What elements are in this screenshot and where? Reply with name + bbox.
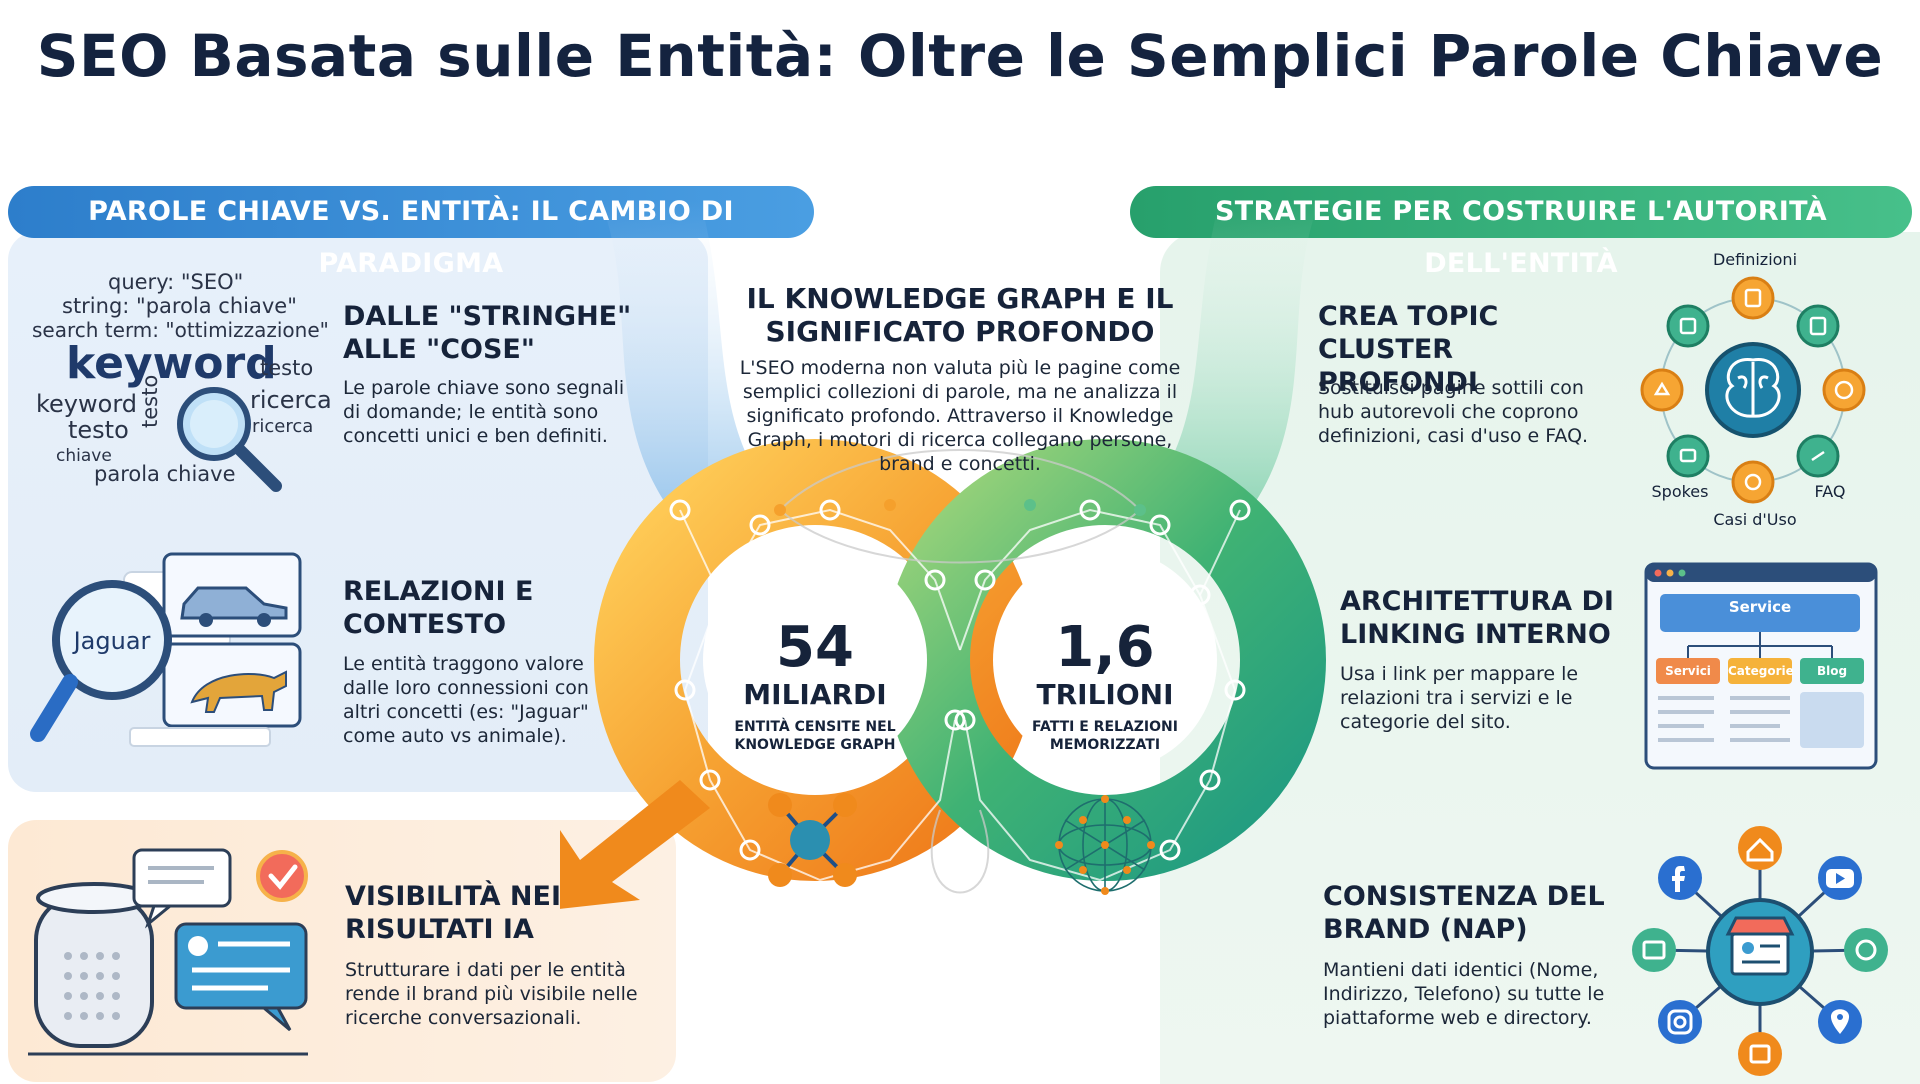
molecule-icon [768,793,857,887]
sitemap-node-label: Blog [1816,664,1848,678]
cloud-word: keyword [66,338,277,389]
knowledge-graph-infinity [560,200,1326,909]
sitemap-node-label: Servici [1665,664,1711,678]
section-body: Sostituisci pagine sottili con hub autor… [1318,377,1589,447]
center-title: IL KNOWLEDGE GRAPH E IL SIGNIFICATO PROF… [746,282,1174,348]
jaguar-illustration [30,552,302,747]
section-title: RELAZIONI E CONTESTO [343,576,534,640]
cloud-word: query: "SEO" [108,270,244,294]
stat-value: 1,6 [1055,615,1155,680]
section-title: CONSISTENZA DEL BRAND (NAP) [1323,881,1605,945]
stat-entities: 54 MILIARDI ENTITÀ CENSITE NEL KNOWLEDGE… [703,618,927,754]
section-title: ARCHITETTURA DI LINKING INTERNO [1340,586,1614,650]
cluster-label-faq: FAQ [1814,482,1846,501]
stat-facts: 1,6 TRILIONI FATTI E RELAZIONI MEMORIZZA… [993,618,1217,754]
stat-caption: FATTI E RELAZIONI MEMORIZZATI [1032,719,1178,753]
right-section-header: STRATEGIE PER COSTRUIRE L'AUTORITÀ DELL'… [1130,186,1912,279]
location-pin-icon [1818,1000,1862,1044]
brand-network-diagram [1632,826,1888,1076]
section-title: VISIBILITÀ NEI RISULTATI IA [345,881,562,945]
left-panel [8,232,708,792]
cloud-word: testo [138,374,162,428]
chat-bubble-icon [132,848,308,1032]
topic-cluster-diagram [1640,276,1866,504]
cloud-word: ricerca [252,416,314,437]
center-body: L'SEO moderna non valuta più le pagine c… [739,357,1181,475]
cluster-label-spokes: Spokes [1651,482,1709,501]
stat-unit: MILIARDI [743,678,887,711]
cloud-word: testo [68,416,129,444]
sitemap-icon [1644,562,1878,770]
cluster-label-casi: Casi d'Uso [1713,510,1797,529]
section-body: Usa i link per mappare le relazioni tra … [1340,663,1579,733]
brain-icon [1725,358,1781,418]
facebook-icon [1658,856,1702,900]
stat-caption: ENTITÀ CENSITE NEL KNOWLEDGE GRAPH [734,719,896,753]
store-icon [1725,916,1795,976]
home-icon [1738,826,1782,870]
stat-unit: TRILIONI [1036,678,1174,711]
cloud-word: chiave [56,446,112,466]
car-icon [180,586,288,627]
magnifier-icon [177,387,282,492]
cloud-word: search term: "ottimizzazione" [32,318,329,342]
cloud-word: string: "parola chiave" [62,294,297,318]
smart-speaker-icon [28,882,308,1056]
section-body: Le entità traggono valore dalle loro con… [343,653,589,747]
jaguar-icon [190,670,287,713]
cluster-label-definizioni: Definizioni [1712,250,1798,269]
youtube-icon [1818,856,1862,900]
section-body: Le parole chiave sono segnali di domande… [343,377,625,447]
cloud-word: ricerca [250,386,332,414]
smart-speaker-illustration [28,848,308,1056]
section-body: Strutturare i dati per le entità rende i… [345,959,638,1029]
instagram-icon [1658,1000,1702,1044]
page-title: SEO Basata sulle Entità: Oltre le Sempli… [36,22,1884,90]
lens-label: Jaguar [73,627,151,655]
keyword-cloud: query: "SEO" string: "parola chiave" sea… [20,270,340,500]
sitemap-node-label: Categorie [1728,664,1794,678]
sitemap-top-label: Service [1728,598,1792,616]
cloud-word: parola chiave [94,462,236,486]
section-body: Mantieni dati identici (Nome, Indirizzo,… [1323,959,1605,1029]
stat-value: 54 [776,615,854,680]
network-sphere-icon [1055,795,1155,895]
cloud-word: testo [260,356,314,380]
cloud-word: keyword [36,390,138,418]
section-title: CREA TOPIC CLUSTER PROFONDI [1318,301,1499,398]
checkmark-icon [256,850,308,902]
section-title: DALLE "STRINGHE" ALLE "COSE" [343,301,632,365]
